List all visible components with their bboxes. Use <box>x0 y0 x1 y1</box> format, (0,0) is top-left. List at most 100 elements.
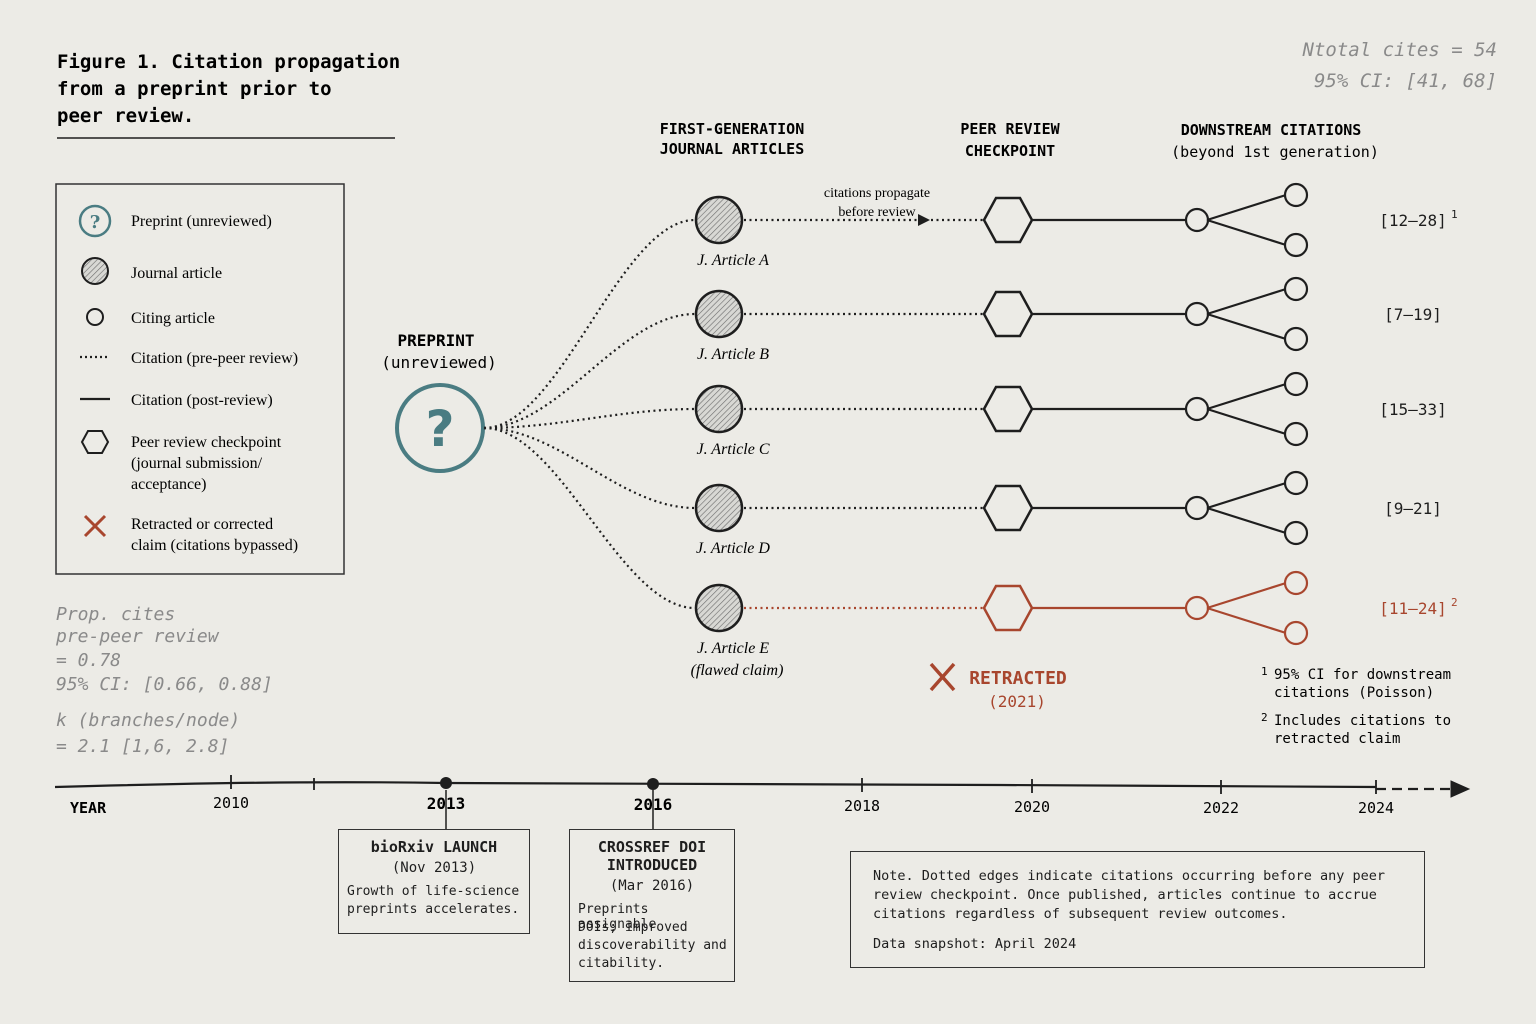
downstream-citation-edge <box>1206 382 1287 411</box>
citing-article-node <box>1184 207 1210 233</box>
preprint-circle <box>395 383 485 473</box>
note-line-2: review checkpoint. Once published, artic… <box>873 887 1377 903</box>
legend-label-peer-review-3: acceptance) <box>131 476 206 493</box>
pre-review-citation-edge <box>483 312 696 430</box>
pre-review-citation-edge <box>483 218 696 430</box>
citing-article-node <box>1184 301 1210 327</box>
pre-review-citation-edge <box>483 426 696 610</box>
timeline-year-tick-label: 2024 <box>1358 799 1394 817</box>
timeline-event-dot <box>647 778 659 790</box>
article-label: J. Article A <box>697 252 769 269</box>
k-branches-label: k (branches/node) <box>56 710 240 731</box>
peer-review-checkpoint <box>982 196 1034 244</box>
propagate-note: citations propagate before review <box>824 186 930 220</box>
k-branches-value: = 2.1 [1,6, 2.8] <box>56 736 229 757</box>
range-footnote-mark: 2 <box>1451 596 1458 609</box>
open-circle-icon <box>86 308 104 326</box>
downstream-range-label: [15–33] <box>1379 400 1446 419</box>
propagate-note-line-1: citations propagate <box>824 186 930 201</box>
citing-article-node <box>1283 326 1309 352</box>
event-crossref-body-1: Preprints assignable <box>578 902 657 932</box>
footnote-1-mark: 1 <box>1261 665 1268 678</box>
red-x-icon <box>83 514 107 538</box>
citing-article-node <box>1283 421 1309 447</box>
citing-article-node <box>1184 595 1210 621</box>
event-crossref-body-3: discoverability and <box>578 938 727 953</box>
event-biorxiv-date: (Nov 2013) <box>391 860 477 876</box>
note-line-3: citations regardless of subsequent revie… <box>873 906 1288 922</box>
retracted-x-icon <box>929 662 956 692</box>
footnote-2-line-1: Includes citations to <box>1274 713 1451 729</box>
pre-review-citation-edge <box>483 426 696 510</box>
article-label: J. Article B <box>697 346 769 363</box>
header-down-1: DOWNSTREAM CITATIONS <box>1181 121 1362 139</box>
journal-article-node <box>694 195 744 245</box>
downstream-range-label: [11–24] <box>1379 599 1446 618</box>
downstream-citation-edge <box>1206 193 1287 222</box>
legend-frame <box>55 183 345 575</box>
footnote-2-mark: 2 <box>1261 711 1268 724</box>
downstream-range-label: [7–19] <box>1384 305 1442 324</box>
event-crossref-body-4: citability. <box>578 956 665 971</box>
header-first-gen-1: FIRST-GENERATION <box>660 120 805 138</box>
event-crossref-title-2: INTRODUCED <box>606 856 698 874</box>
retracted-year: (2021) <box>988 692 1046 711</box>
event-biorxiv-body-1: Growth of life-science <box>347 884 520 899</box>
figure-title-line-1: Figure 1. Citation propagation <box>57 51 400 73</box>
left-stats: Prop. cites pre-peer review = 0.78 95% C… <box>55 604 273 757</box>
timeline-year-tick-label: 2022 <box>1203 799 1239 817</box>
article-row: J. Article B [7–19] <box>483 276 1442 430</box>
note-line-1: Note. Dotted edges indicate citations oc… <box>873 868 1386 884</box>
question-mark-glyph: ? <box>90 212 101 233</box>
downstream-citation-edge <box>1206 581 1287 610</box>
event-box-crossref: CROSSREF DOI INTRODUCED (Mar 2016) Prepr… <box>569 829 735 982</box>
preprint-title: PREPRINT <box>397 331 474 350</box>
journal-article-node <box>694 289 744 339</box>
citing-article-node <box>1184 396 1210 422</box>
peer-review-checkpoint <box>982 290 1034 338</box>
article-rows: J. Article A[12–28]1J. Article B[7–19]J.… <box>483 182 1458 679</box>
hatched-circle-icon <box>81 257 109 285</box>
range-footnote-mark: 1 <box>1451 208 1458 221</box>
prop-cites-value: = 0.78 <box>56 650 121 671</box>
article-row: J. Article E (flawed claim) [11–24] 2 <box>483 426 1458 679</box>
article-label-2: (flawed claim) <box>691 662 784 679</box>
citing-article-node <box>1283 520 1309 546</box>
preprint-node: PREPRINT (unreviewed) ? <box>381 331 497 473</box>
total-cites-ci: 95% CI: [41, 68] <box>1314 70 1497 92</box>
downstream-range-label: [9–21] <box>1384 499 1442 518</box>
prop-cites-line-2: pre-peer review <box>55 626 220 647</box>
article-row: J. Article A [12–28] 1 <box>483 182 1458 430</box>
legend-label-post-review: Citation (post-review) <box>131 392 273 409</box>
retracted-label: RETRACTED <box>969 668 1067 689</box>
downstream-citation-edge <box>1206 287 1287 316</box>
total-cites-stats: Ntotal cites = 54 95% CI: [41, 68] <box>1302 39 1497 92</box>
legend: ? Preprint (unreviewed) Journal article … <box>55 183 345 575</box>
total-cites-line: Ntotal cites = 54 <box>1302 39 1497 61</box>
timeline-year-tick-label: 2010 <box>213 794 249 812</box>
propagate-note-line-2: before review <box>838 205 916 220</box>
event-biorxiv-title: bioRxiv LAUNCH <box>370 838 498 856</box>
timeline-year-label: YEAR <box>70 799 107 817</box>
event-crossref-title: CROSSREF DOI <box>597 838 707 856</box>
article-label: J. Article E <box>697 640 769 657</box>
header-first-gen-2: JOURNAL ARTICLES <box>660 140 805 158</box>
propagate-arrowhead <box>918 214 930 226</box>
downstream-range-label: [12–28] <box>1379 211 1446 230</box>
downstream-citation-edge <box>1206 506 1287 535</box>
journal-article-node <box>694 583 744 633</box>
footnotes: 1 95% CI for downstream citations (Poiss… <box>1261 665 1451 747</box>
question-circle-icon <box>78 204 112 238</box>
downstream-citation-edge <box>1206 312 1287 341</box>
event-crossref-body-2: DOIs; improved <box>578 920 688 935</box>
timeline-year-tick-label: 2020 <box>1014 798 1050 816</box>
event-box-biorxiv: bioRxiv LAUNCH (Nov 2013) Growth of life… <box>338 829 530 934</box>
preprint-subtitle: (unreviewed) <box>381 353 497 372</box>
timeline-event-dot <box>440 777 452 789</box>
legend-label-preprint: Preprint (unreviewed) <box>131 213 272 230</box>
citing-article-node <box>1283 620 1309 646</box>
journal-article-node <box>694 384 744 434</box>
legend-label-citing: Citing article <box>131 310 215 327</box>
downstream-citation-edge <box>1206 407 1287 436</box>
